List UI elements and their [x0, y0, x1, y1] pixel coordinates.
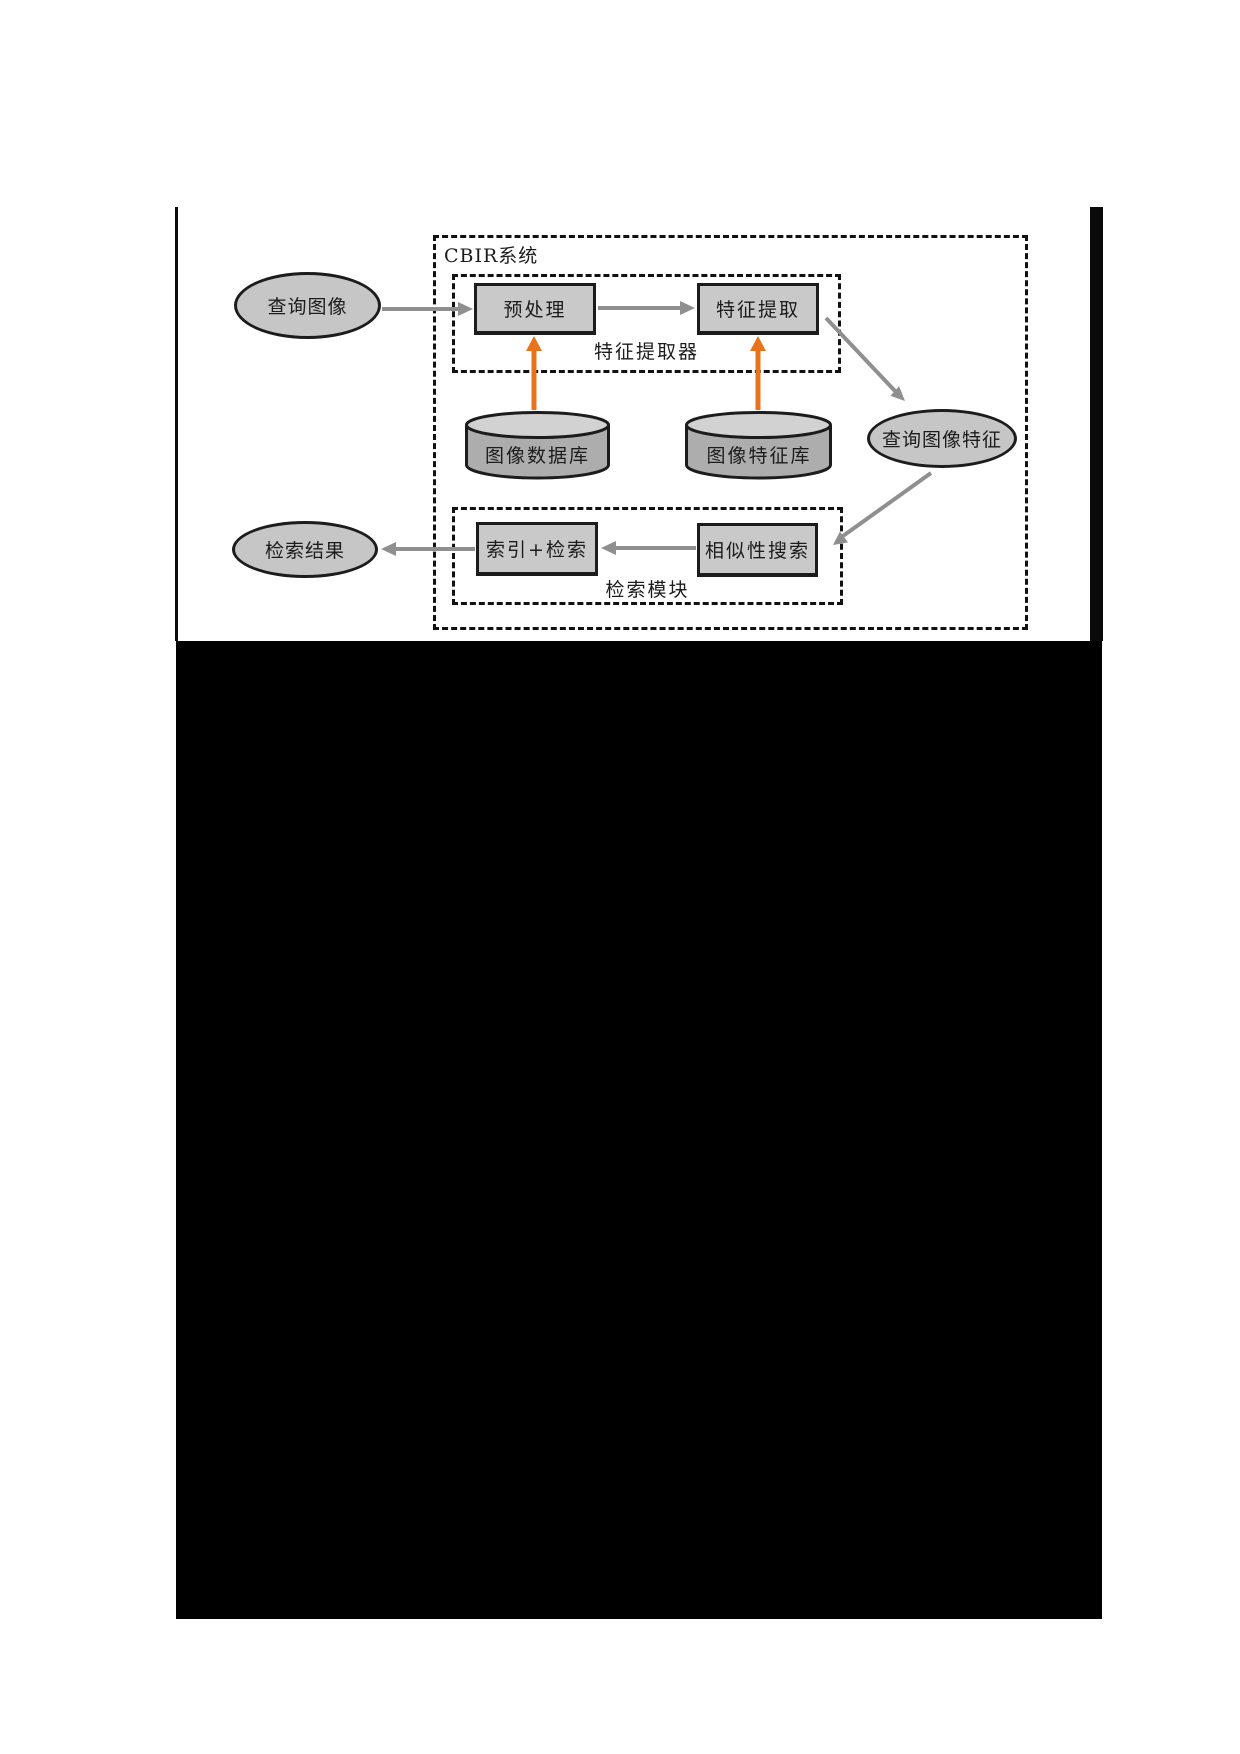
feature-extractor-label: 特征提取器 [593, 341, 699, 363]
query-image-node: 查询图像 [234, 272, 381, 339]
cbir-system-group-box: CBIR系统 [433, 235, 1028, 630]
page-left-rule [175, 207, 178, 641]
query-image-feature-node: 查询图像特征 [867, 409, 1017, 468]
page-right-bar [1090, 207, 1103, 641]
redacted-content-block [176, 641, 1102, 1619]
feature-extraction-node: 特征提取 [697, 283, 819, 335]
image-database-node: 图像数据库 [484, 445, 590, 467]
retrieval-module-group-box: 检索模块 [452, 507, 843, 605]
similarity-search-node: 相似性搜索 [697, 523, 818, 577]
retrieval-result-node: 检索结果 [232, 521, 378, 578]
feature-database-node: 图像特征库 [706, 445, 812, 467]
index-retrieval-node: 索引+检索 [476, 522, 598, 576]
retrieval-module-label: 检索模块 [605, 579, 690, 601]
preprocessing-node: 预处理 [474, 283, 596, 335]
cbir-system-label: CBIR系统 [444, 245, 539, 267]
